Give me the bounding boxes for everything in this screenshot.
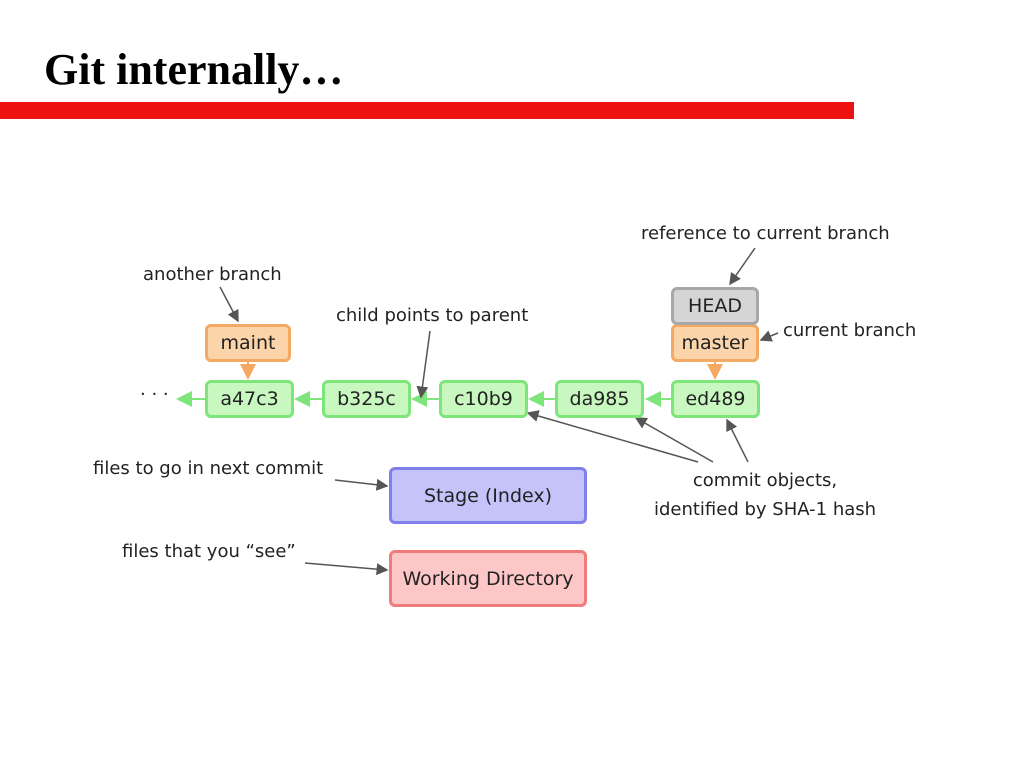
commit-objects-arrow-3 [726, 418, 749, 463]
files-next-commit-label: files to go in next commit [93, 458, 324, 479]
commit-node: ed489 [671, 380, 760, 418]
reference-head-arrow [729, 247, 756, 286]
master-branch-box: master [671, 324, 759, 362]
commit-objects-arrow-2 [634, 417, 714, 463]
stage-index-box: Stage (Index) [389, 467, 587, 524]
title-underline-bar [0, 102, 854, 119]
commit-objects-arrow-1 [526, 410, 699, 463]
child-points-to-parent-label: child points to parent [336, 305, 529, 326]
commit-node: da985 [555, 380, 644, 418]
head-ref-box: HEAD [671, 287, 759, 325]
commit-node: c10b9 [439, 380, 528, 418]
working-directory-box: Working Directory [389, 550, 587, 607]
workdir-annotation-arrow [304, 562, 389, 576]
commit-objects-label-line2: identified by SHA-1 hash [653, 499, 877, 520]
files-you-see-label: files that you “see” [122, 541, 296, 562]
current-branch-label: current branch [783, 320, 917, 341]
reference-to-current-branch-label: reference to current branch [641, 223, 890, 244]
stage-annotation-arrow [334, 478, 389, 491]
commit-node: b325c [322, 380, 411, 418]
current-branch-arrow [759, 330, 779, 342]
maint-branch-box: maint [205, 324, 291, 362]
commit-node: a47c3 [205, 380, 294, 418]
history-ellipsis: · · · [140, 384, 169, 405]
commit-objects-label-line1: commit objects, [692, 470, 838, 491]
another-branch-arrow [219, 286, 239, 323]
child-points-arrow [416, 330, 431, 399]
slide-title: Git internally… [44, 45, 344, 94]
another-branch-label: another branch [143, 264, 282, 285]
